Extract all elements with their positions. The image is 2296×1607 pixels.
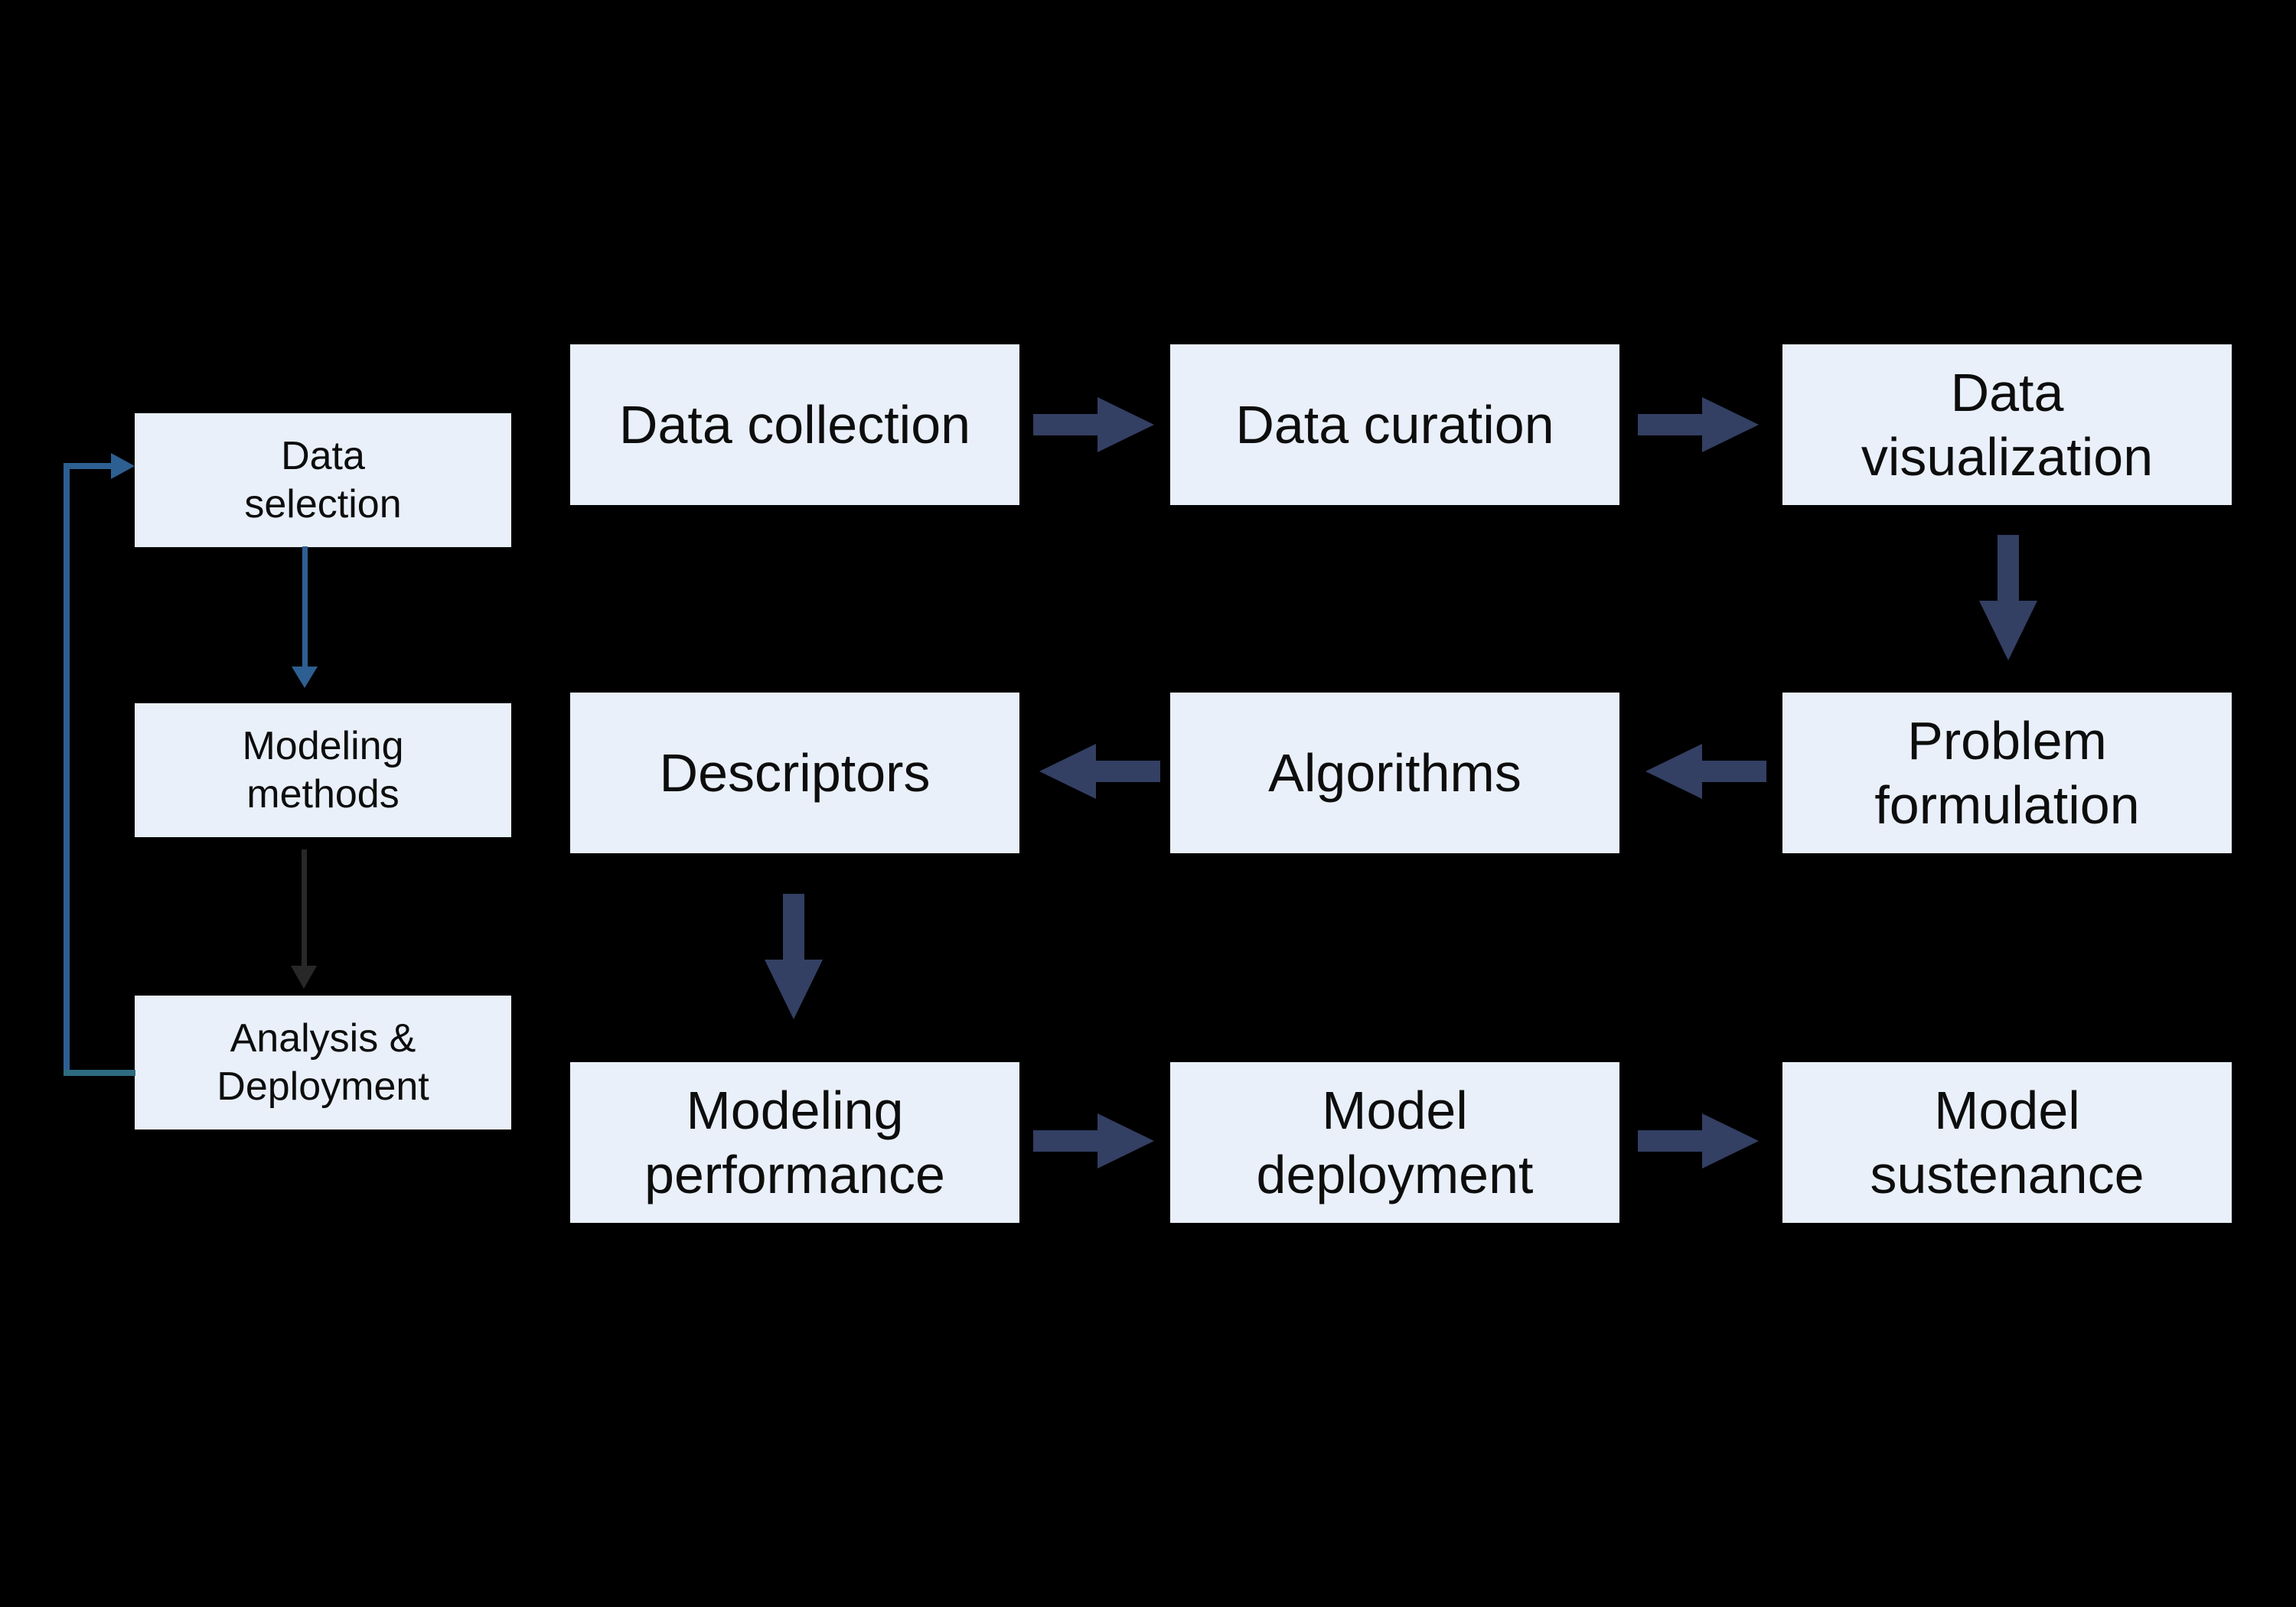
node-model-sustenance: Model sustenance xyxy=(1782,1062,2232,1223)
node-data-curation: Data curation xyxy=(1170,344,1619,505)
arrow-methods-to-analysis-line xyxy=(302,849,307,967)
arrow-descriptors-to-performance xyxy=(765,894,823,1019)
arrow-algorithms-to-descriptors xyxy=(1039,744,1160,799)
arrow-formulation-to-algorithms xyxy=(1645,744,1766,799)
arrow-selection-to-methods-line xyxy=(302,546,308,668)
node-modeling-performance: Modeling performance xyxy=(570,1062,1019,1223)
loop-arrowhead-into-selection xyxy=(111,453,135,479)
node-data-selection: Data selection xyxy=(135,413,511,547)
node-descriptors: Descriptors xyxy=(570,693,1019,853)
node-model-deployment: Model deployment xyxy=(1170,1062,1619,1223)
arrow-selection-to-methods-head xyxy=(292,667,318,688)
node-data-collection: Data collection xyxy=(570,344,1019,505)
loop-vertical-line xyxy=(64,463,70,1076)
node-problem-formulation: Problem formulation xyxy=(1782,693,2232,853)
loop-top-line xyxy=(64,463,113,469)
node-algorithms: Algorithms xyxy=(1170,693,1619,853)
loop-bottom-line xyxy=(64,1070,135,1076)
arrow-visualization-to-formulation xyxy=(1979,535,2037,660)
arrow-methods-to-analysis-head xyxy=(291,966,317,989)
arrow-curation-to-visualization xyxy=(1638,397,1759,452)
arrow-performance-to-deployment xyxy=(1033,1113,1154,1169)
arrow-deployment-to-sustenance xyxy=(1638,1113,1759,1169)
node-data-visualization: Data visualization xyxy=(1782,344,2232,505)
arrow-collection-to-curation xyxy=(1033,397,1154,452)
node-modeling-methods: Modeling methods xyxy=(135,703,511,837)
node-analysis-deployment: Analysis & Deployment xyxy=(135,996,511,1129)
